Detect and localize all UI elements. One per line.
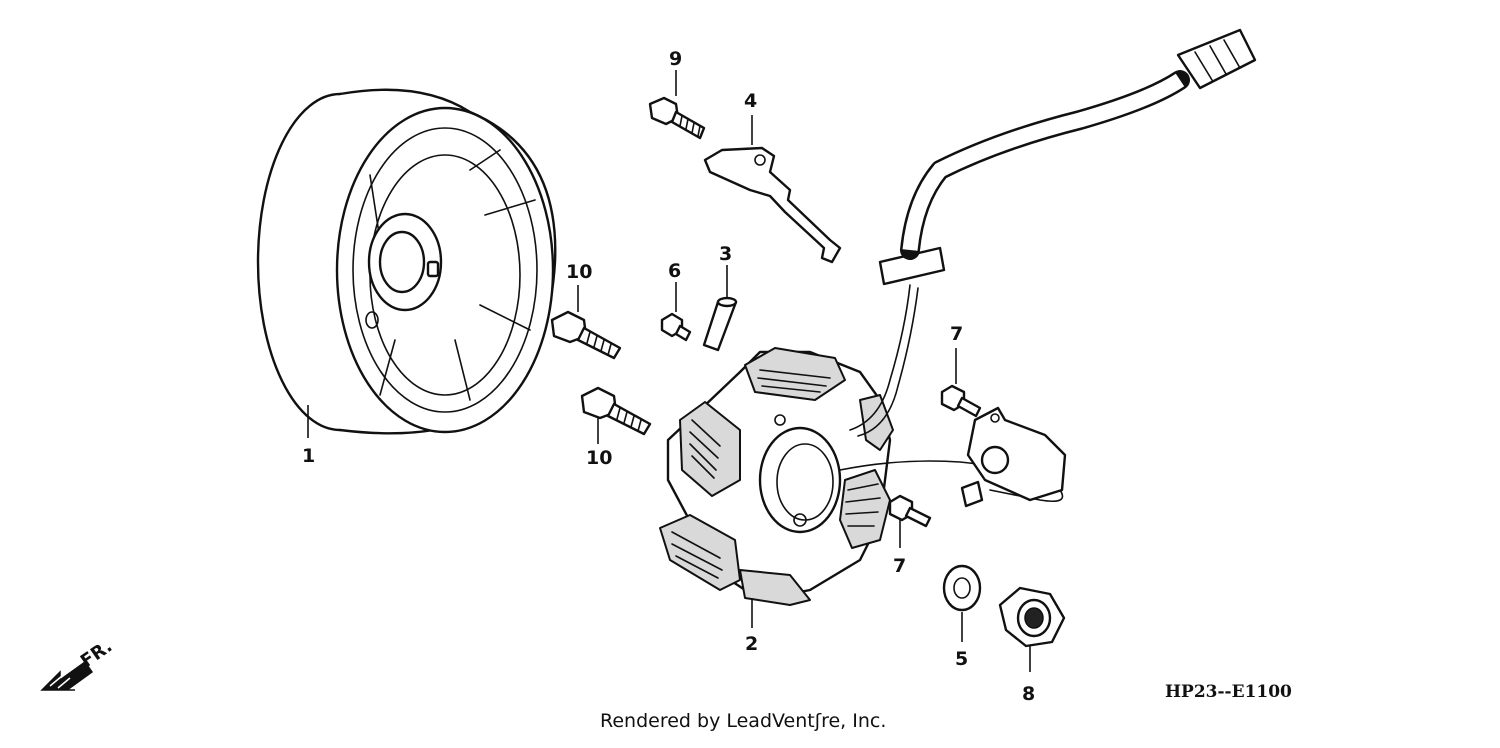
front-direction-arrow-icon xyxy=(40,660,94,691)
callout-9: 9 xyxy=(669,48,682,70)
callout-3: 3 xyxy=(719,243,732,265)
callout-2: 2 xyxy=(745,633,758,655)
pulse-generator[interactable] xyxy=(960,406,1067,508)
wire-harness[interactable] xyxy=(839,28,1257,503)
callout-1: 1 xyxy=(302,445,315,467)
stator-2[interactable] xyxy=(659,347,894,606)
callout-10-upper: 10 xyxy=(566,261,592,283)
bolt-7-bottom[interactable] xyxy=(888,494,932,528)
washer-5[interactable] xyxy=(942,564,982,612)
flywheel-part[interactable] xyxy=(256,88,557,435)
bolt-7-top[interactable] xyxy=(940,384,982,418)
render-credit: Rendered by LeadVentʃre, Inc. xyxy=(600,710,887,732)
callout-8: 8 xyxy=(1022,683,1035,705)
bolt-9[interactable] xyxy=(648,96,706,140)
bolt-6[interactable] xyxy=(660,312,692,342)
bolt-10-lower[interactable] xyxy=(580,386,652,436)
callout-10-lower: 10 xyxy=(586,447,612,469)
callout-4: 4 xyxy=(744,90,757,112)
wire-clamp-4[interactable] xyxy=(703,146,842,264)
callout-6: 6 xyxy=(668,260,681,282)
nut-8[interactable] xyxy=(998,586,1066,648)
callout-7-bottom: 7 xyxy=(893,555,906,577)
dowel-pin-3[interactable] xyxy=(702,296,738,352)
callout-5: 5 xyxy=(955,648,968,670)
diagram-code: HP23--E1100 xyxy=(1165,682,1292,702)
bolt-10-upper[interactable] xyxy=(550,310,622,360)
callout-7-top: 7 xyxy=(950,323,963,345)
